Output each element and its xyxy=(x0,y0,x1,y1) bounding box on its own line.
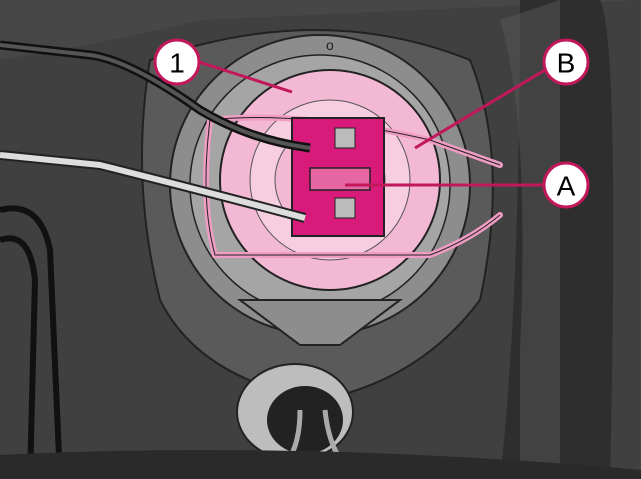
callout-b-leader xyxy=(414,68,546,150)
connector-tab xyxy=(309,167,371,191)
loose-wires xyxy=(0,205,63,479)
callout-1: 1 xyxy=(153,38,201,86)
callout-a-label: A xyxy=(557,171,576,202)
callout-1-leader xyxy=(198,60,293,94)
callout-b: B xyxy=(542,38,590,86)
callout-1-label: 1 xyxy=(169,48,185,79)
callout-a: A xyxy=(542,161,590,209)
svg-text:o: o xyxy=(326,37,334,53)
callout-b-label: B xyxy=(557,48,576,79)
